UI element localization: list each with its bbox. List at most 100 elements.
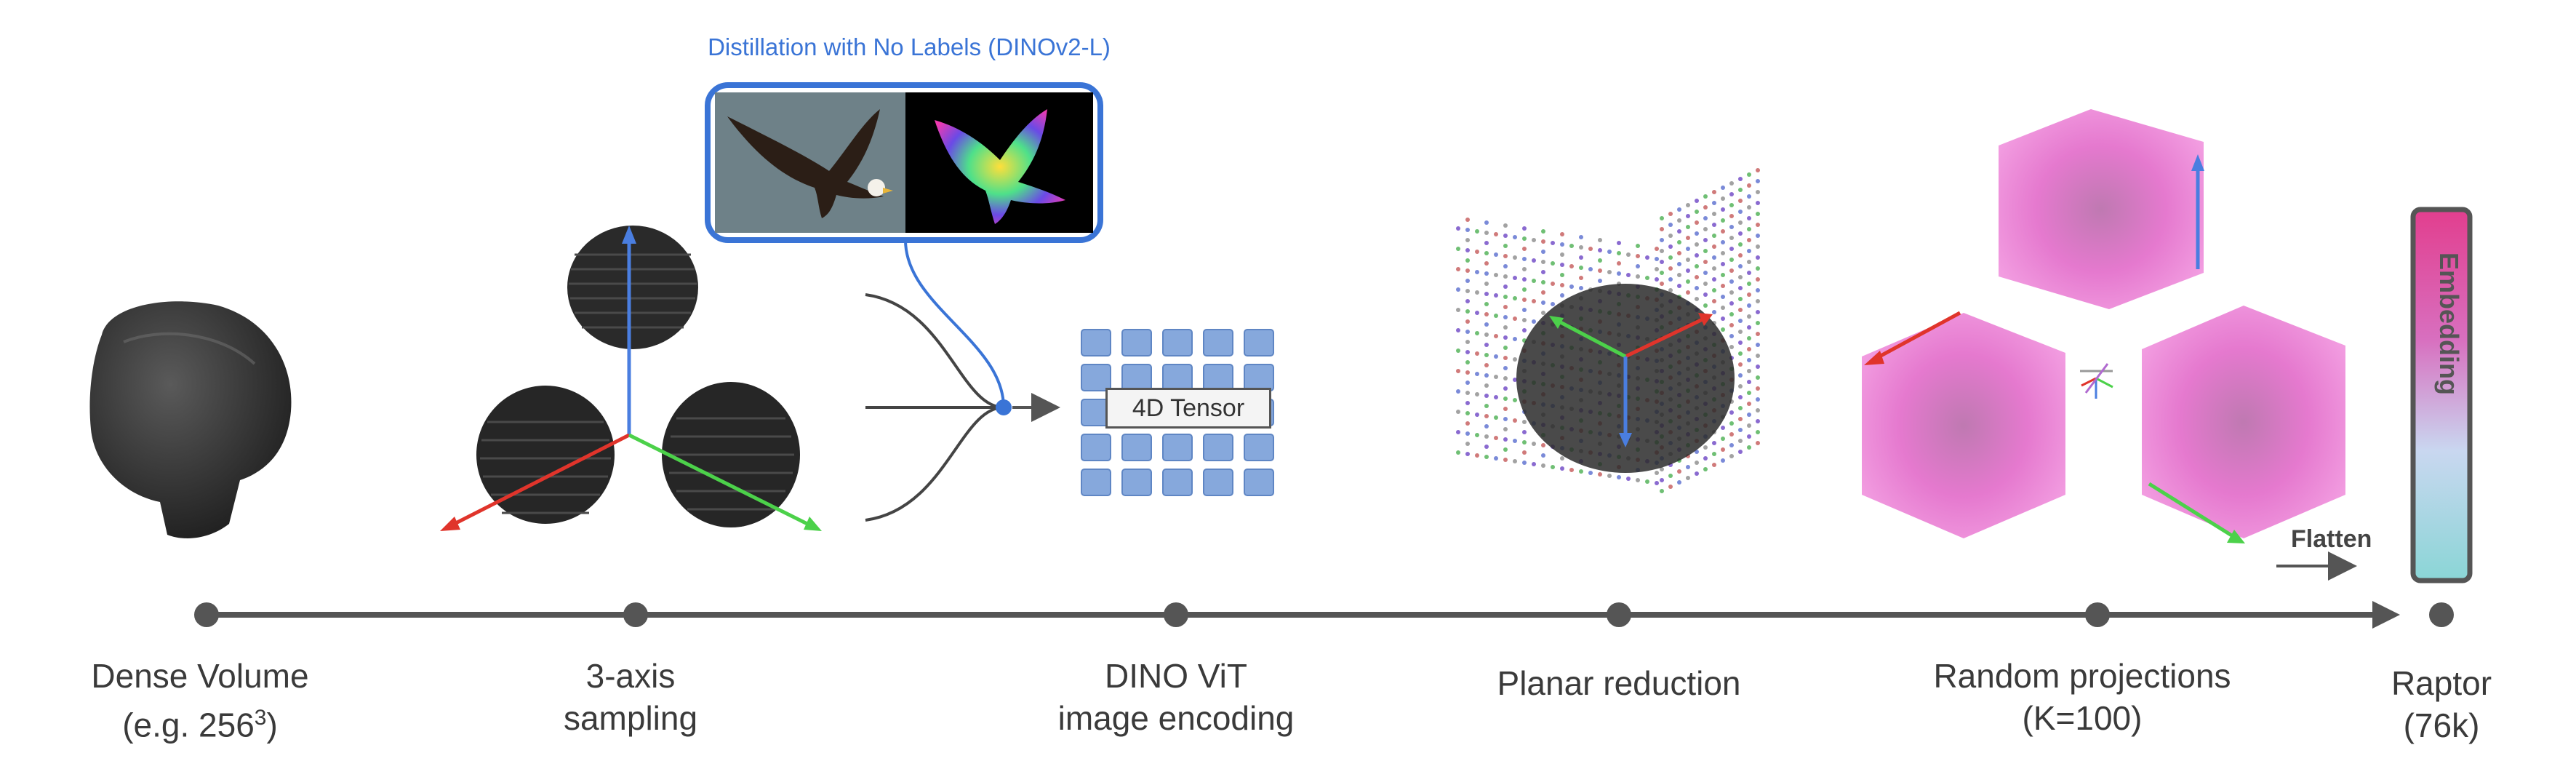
dense-volume-head-image [89,301,292,538]
lattice-dot [1484,373,1489,378]
lattice-dot [1465,279,1470,283]
lattice-dot [1686,476,1690,480]
lattice-dot [1475,413,1479,417]
projection-cube-top [1999,109,2204,309]
lattice-dot [1503,407,1508,411]
lattice-dot [1503,417,1508,421]
lattice-dot [1747,445,1751,450]
lattice-dot [1532,279,1536,283]
lattice-dot [1677,469,1681,474]
lattice-dot [1721,218,1725,223]
lattice-dot [1475,290,1479,295]
lattice-dot [1703,194,1708,199]
stage-label-projections: Random projections (K=100) [1933,655,2231,739]
lattice-dot [1465,431,1470,436]
lattice-dot [1747,303,1751,308]
lattice-dot [1503,366,1508,370]
lattice-dot [1513,439,1517,443]
lattice-dot [1551,302,1555,306]
lattice-dot [1660,271,1664,275]
lattice-dot [1484,231,1489,235]
flatten-label: Flatten [2291,525,2372,553]
lattice-dot [1686,268,1690,273]
lattice-dot [1541,453,1545,458]
lattice-dot [1677,284,1681,288]
lattice-dot [1721,186,1725,190]
lattice-dot [1677,207,1681,212]
lattice-dot [1503,244,1508,248]
lattice-dot [1465,268,1470,273]
lattice-dot [1598,472,1602,477]
lattice-dot [1712,277,1716,282]
lattice-dot [1677,480,1681,485]
lattice-dot [1607,474,1612,478]
lattice-dot [1686,236,1690,240]
lattice-dot [1756,277,1760,282]
tensor-cube [1121,329,1152,356]
lattice-dot [1560,456,1564,461]
lattice-dot [1475,250,1479,254]
lattice-dot [1747,194,1751,199]
lattice-dot [1695,297,1699,301]
lattice-dot [1522,450,1527,455]
lattice-dot [1703,292,1708,297]
lattice-dot [1598,279,1602,283]
lattice-dot [1738,253,1743,258]
lattice-dot [1503,234,1508,238]
lattice-dot [1494,375,1498,379]
lattice-dot [1588,267,1593,271]
lattice-dot [1703,238,1708,242]
lattice-dot [1626,477,1631,481]
lattice-dot [1668,234,1673,238]
lattice-dot [1494,252,1498,257]
lattice-dot [1729,203,1734,207]
lattice-dot [1607,250,1612,254]
lattice-dot [1532,238,1536,242]
eagle-image [727,109,893,218]
lattice-dot [1551,465,1555,469]
lattice-dot [1756,419,1760,423]
lattice-dot [1465,442,1470,446]
lattice-dot [1729,410,1734,415]
lattice-dot [1738,242,1743,247]
lattice-dot [1721,306,1725,310]
lattice-dot [1729,225,1734,229]
lattice-dot [1677,262,1681,266]
lattice-dot [1686,279,1690,284]
lattice-dot [1503,346,1508,350]
tensor-cube [1244,364,1274,391]
lattice-dot [1465,228,1470,232]
lattice-dot [1738,210,1743,214]
lattice-dot [1494,436,1498,440]
stage-label-line: Random projections [1933,657,2231,695]
lattice-dot [1541,239,1545,244]
lattice-dot [1475,270,1479,274]
lattice-dot [1738,286,1743,290]
lattice-dot [1756,255,1760,260]
lattice-dot [1484,424,1489,429]
lattice-dot [1465,309,1470,314]
lattice-dot [1703,249,1708,253]
lattice-dot [1712,244,1716,249]
lattice-dot [1569,284,1574,289]
lattice-dot [1655,247,1659,251]
lattice-dot [1747,325,1751,330]
lattice-dot [1465,380,1470,385]
lattice-dot [1541,250,1545,254]
stage-label-line: Raptor [2391,664,2492,702]
lattice-dot [1645,255,1649,260]
lattice-dot [1695,286,1699,290]
lattice-dot [1503,254,1508,258]
lattice-dot [1721,262,1725,266]
lattice-dot [1729,181,1734,186]
lattice-dot [1617,241,1621,245]
lattice-dot [1503,284,1508,289]
lattice-dot [1588,247,1593,251]
lattice-dot [1475,351,1479,356]
lattice-dot [1522,298,1527,302]
lattice-dot [1494,293,1498,298]
lattice-dot [1738,220,1743,225]
lattice-dot [1729,279,1734,284]
lattice-dot [1695,461,1699,465]
